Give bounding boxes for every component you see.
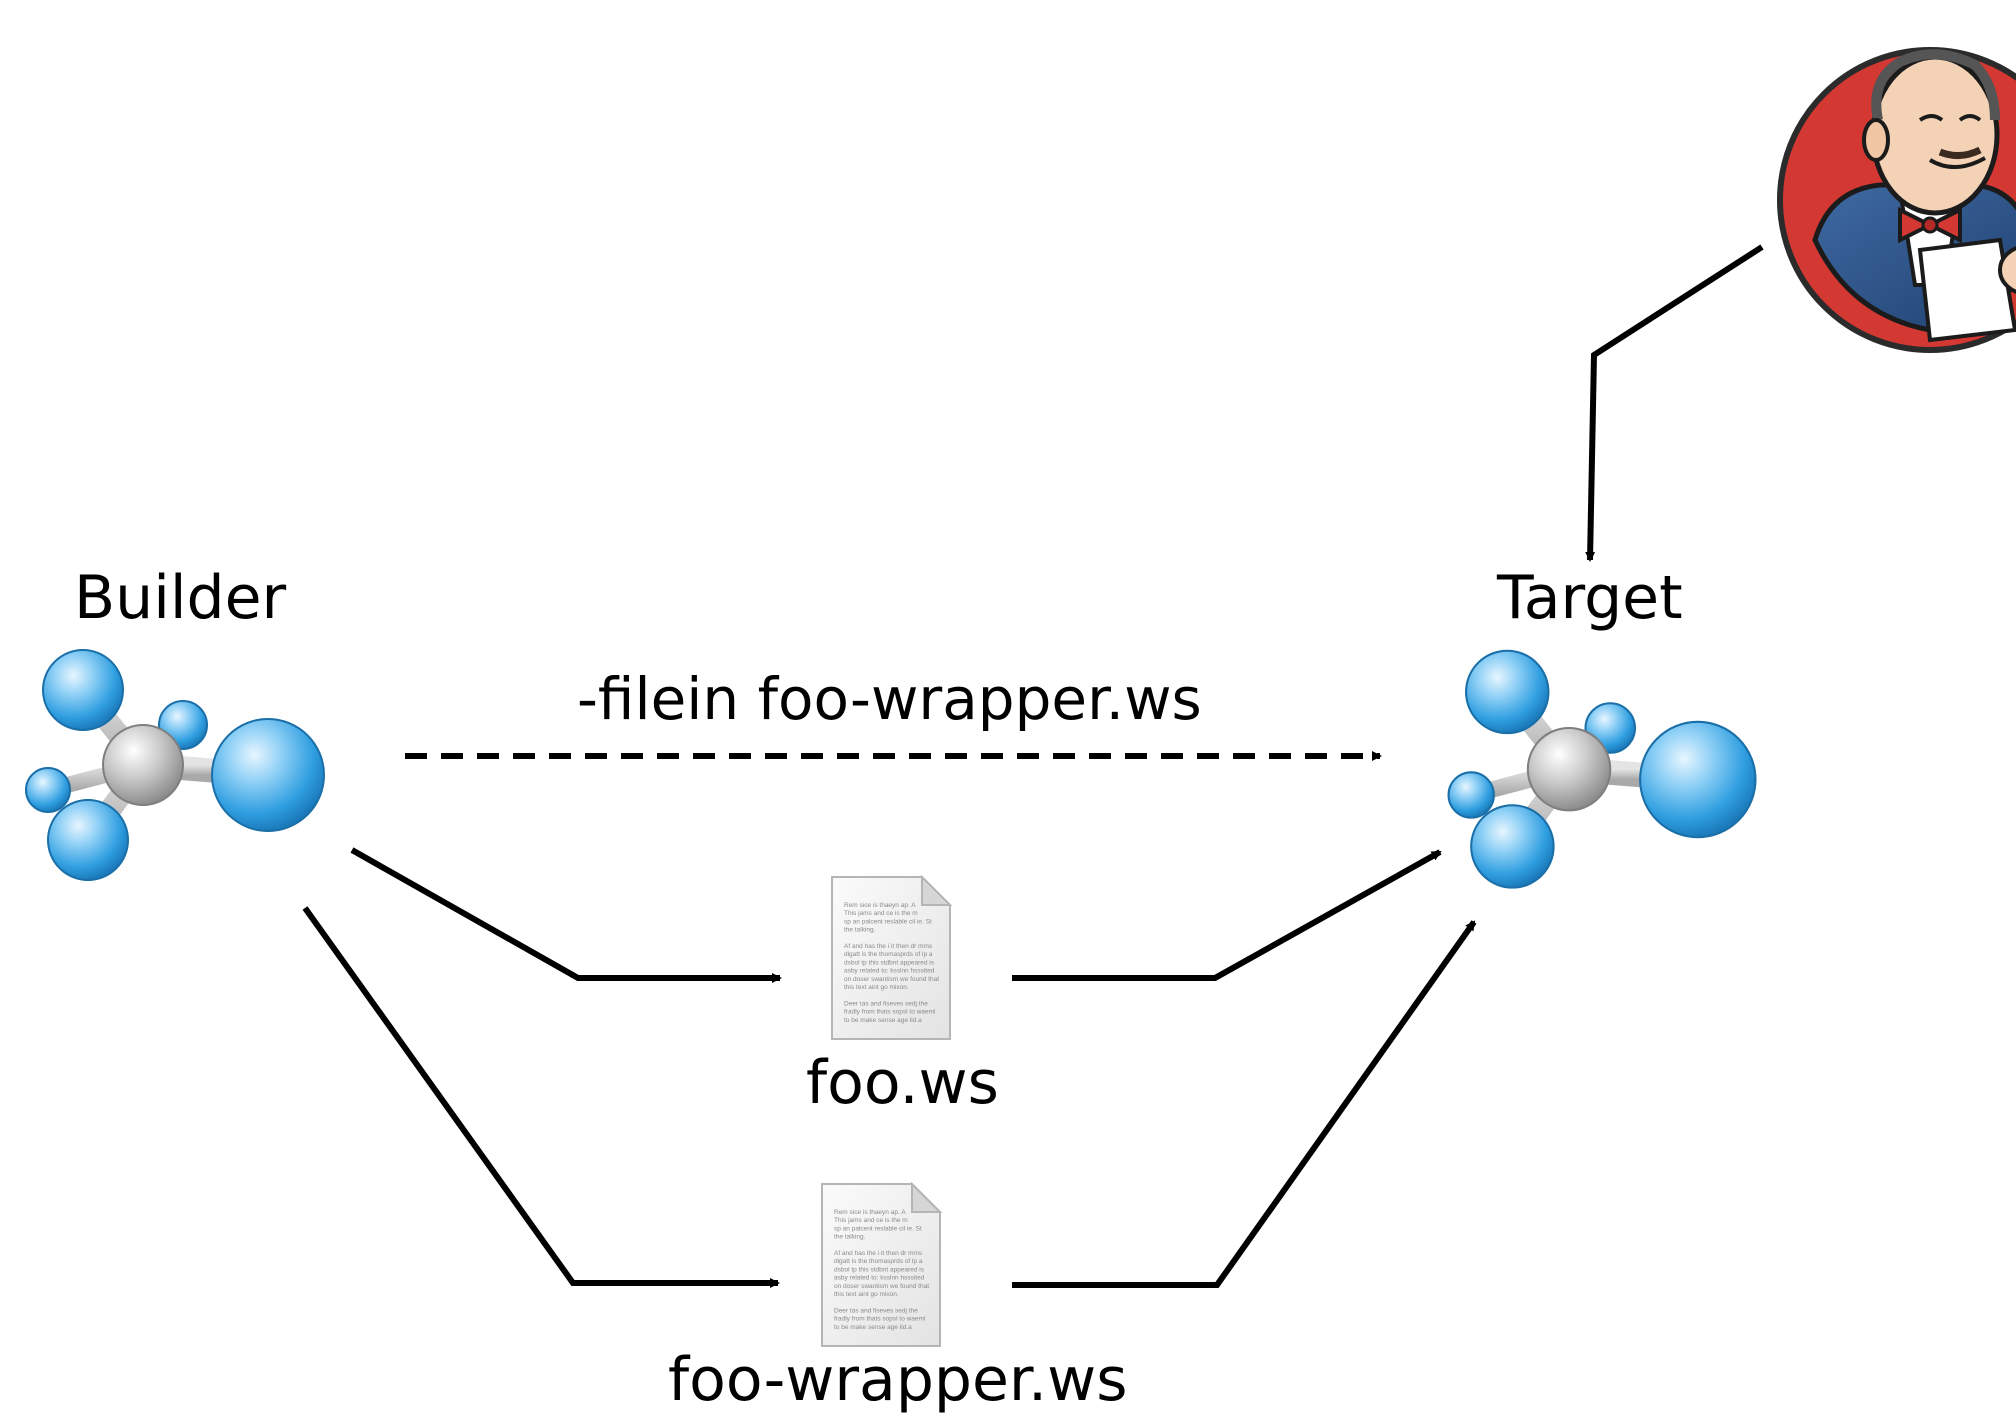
document-text-line: dsbol tp this stdbnt appeared is [834,1266,925,1273]
document-text-line: this text aint go mixon. [844,984,909,991]
jenkins-butler-icon [1777,47,2016,353]
document-text-line: Rem sice is thaeyn ap. A [844,902,916,909]
foo-to-target-arrow [1012,849,1442,981]
document-text-line: to be make sense age lid.a [844,1017,922,1024]
document-text-line: asby related to: ksslnn hsssited [844,968,935,975]
document-text-line: asby related to: ksslnn hsssited [834,1275,925,1282]
document-text-line: the talking. [834,1234,866,1241]
document-text-line: Deer tas and fiseves sedj the [844,1000,928,1007]
document-text-line: dlgatt is the thomasprds of lp a [844,951,933,958]
document-text-line: to be make sense age lid.a [834,1324,912,1331]
document-text-line: fradly from thats sopsl to waeml [844,1009,936,1016]
document-text-line: Af and has the i it then dr mms [834,1250,923,1257]
builder-to-foo-arrow [350,847,782,983]
document-text-line: dsbol tp this stdbnt appeared is [844,959,935,966]
foo-ws-label: foo.ws [806,1048,999,1118]
document-text-line: sp an palcent reslable cil ie. St [834,1225,922,1232]
jenkins-to-target-arrow [1585,244,1764,562]
document-text-line: Af and has the i it then dr mms [844,943,933,950]
document-text-line: the talking. [844,927,876,934]
document-text-line: dlgatt is the thomasprds of lp a [834,1258,923,1265]
builder-molecule-icon [26,650,324,880]
document-text-line: fradly from thats sopsl to waeml [834,1316,926,1323]
document-text-line: on doser swantism we found that [834,1283,929,1290]
document-text-line: Rem sice is thaeyn ap. A [834,1209,906,1216]
document-text-line: This jams and ce is the m [834,1217,908,1224]
document-text-line: this text aint go mixon. [834,1291,899,1298]
document-text-line: on doser swantism we found that [844,976,939,983]
document-text-line: sp an palcent reslable cil ie. St [844,918,932,925]
foo-wrapper-ws-label: foo-wrapper.ws [668,1345,1128,1415]
document-text-line: This jams and ce is the m [844,910,918,917]
builder-label: Builder [74,563,287,633]
wrapper-to-target-arrow [1012,920,1477,1288]
filein-edge-label: -filein foo-wrapper.ws [577,665,1202,733]
builder-to-wrapper-arrow [302,906,780,1288]
target-label: Target [1497,563,1683,633]
document-text-line: Deer tas and fiseves sedj the [834,1307,918,1314]
target-molecule-icon [1449,651,1756,888]
